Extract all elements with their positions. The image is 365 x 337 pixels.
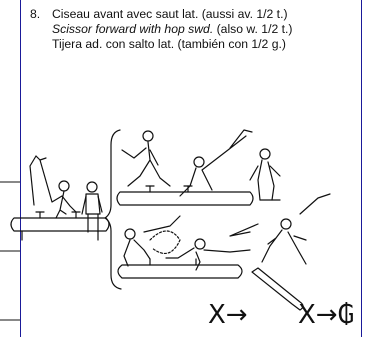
notation-right: X→₲ [298, 300, 354, 330]
horse-left [10, 211, 110, 241]
element-titles: Ciseau avant avec saut lat. (aussi av. 1… [52, 7, 292, 52]
gymnast-figure-5 [249, 148, 281, 201]
horse-lower [117, 258, 304, 311]
element-box [20, 0, 362, 337]
horse-upper [116, 185, 281, 206]
gymnast-figure-3 [121, 130, 171, 187]
title-english-italic: Scissor forward with hop swd. [52, 22, 214, 36]
notation-left: X→ [208, 300, 248, 330]
title-english: Scissor forward with hop swd. (also w. 1… [52, 22, 292, 37]
gymnast-figure-8 [261, 193, 331, 265]
title-english-rest: (also w. 1/2 t.) [213, 22, 293, 36]
gymnast-figure-4 [179, 129, 253, 197]
title-spanish: Tijera ad. con salto lat. (también con 1… [52, 37, 286, 51]
notation-right-symbol: ₲ [337, 300, 355, 330]
gymnast-figure-6 [123, 215, 181, 267]
bracket-shape [104, 129, 122, 290]
gymnast-figure-1 [29, 155, 77, 219]
element-number: 8. [30, 7, 41, 21]
title-french: Ciseau avant avec saut lat. (aussi av. 1… [52, 7, 288, 21]
gymnast-figure-2 [81, 181, 103, 233]
notation-right-text: X→ [298, 300, 338, 330]
gymnast-figure-7 [165, 223, 259, 271]
